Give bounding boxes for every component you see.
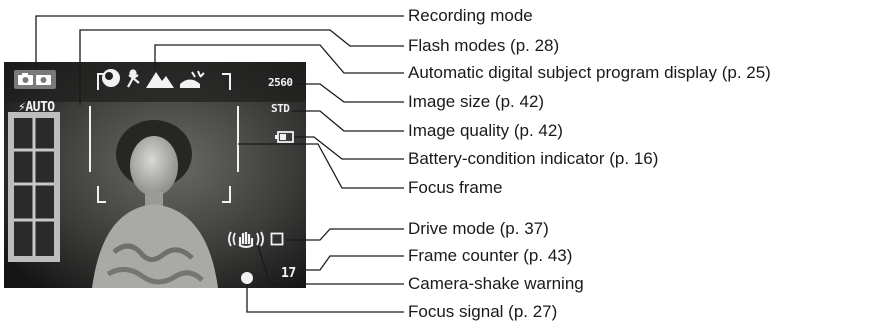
callout-image-quality: Image quality (p. 42) xyxy=(408,121,563,140)
image-quality-indicator: STD xyxy=(271,102,290,115)
recording-mode-indicator xyxy=(14,70,56,89)
focus-signal-icon xyxy=(241,272,253,284)
callout-focus-frame: Focus frame xyxy=(408,178,503,197)
sports-icon xyxy=(127,69,140,88)
camera-icon xyxy=(18,73,51,85)
callout-recording-mode: Recording mode xyxy=(408,6,533,25)
drive-mode-icon xyxy=(270,232,284,246)
camera-shake-icon xyxy=(228,231,264,248)
landscape-icon xyxy=(146,72,174,88)
image-size-indicator: 2560 xyxy=(268,76,293,89)
sunset-icon xyxy=(180,70,205,88)
battery-icon xyxy=(275,131,294,143)
portrait-icon xyxy=(102,69,120,87)
preview-photo xyxy=(4,62,306,288)
frame-counter-indicator: 17 xyxy=(281,266,296,281)
callout-frame-counter: Frame counter (p. 43) xyxy=(408,246,573,265)
callout-subject-program: Automatic digital subject program displa… xyxy=(408,63,771,82)
subject-person xyxy=(92,120,218,288)
camera-lcd-monitor: ⚡AUTO 2560 STD 17 xyxy=(4,62,306,288)
callout-battery: Battery-condition indicator (p. 16) xyxy=(408,149,659,168)
focus-frame-brackets xyxy=(89,73,239,203)
callout-drive-mode: Drive mode (p. 37) xyxy=(408,219,549,238)
window-panes xyxy=(8,112,60,262)
callout-camera-shake: Camera-shake warning xyxy=(408,274,584,293)
callout-image-size: Image size (p. 42) xyxy=(408,92,545,111)
callout-focus-signal: Focus signal (p. 27) xyxy=(408,302,558,321)
subject-program-icons xyxy=(102,69,205,88)
callout-flash-modes: Flash modes (p. 28) xyxy=(408,36,560,55)
flash-mode-indicator: ⚡AUTO xyxy=(18,100,55,115)
